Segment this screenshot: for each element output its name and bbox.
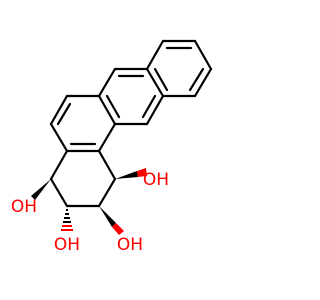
atom-label-oxygen: OH: [117, 235, 143, 255]
hydroxyl-group-3: OH: [54, 235, 80, 255]
bond: [97, 177, 117, 208]
bond: [97, 67, 117, 98]
wedge-bond: [115, 171, 138, 179]
bond: [145, 67, 165, 98]
bond: [49, 94, 69, 126]
ring-d: [49, 149, 117, 208]
bond-inner: [105, 94, 121, 119]
bond-inner: [188, 67, 205, 92]
stereo-bonds: [31, 168, 147, 235]
ring-c: [49, 94, 117, 153]
hydroxyl-group-4: OH: [117, 235, 143, 255]
bond-inner: [56, 102, 72, 126]
ring-b: [97, 67, 165, 126]
bond: [145, 94, 165, 126]
hashed-bond: [61, 209, 73, 231]
bond: [193, 39, 213, 71]
molecule-canvas: OH OH OH OH: [11, 39, 213, 255]
bond: [49, 177, 69, 208]
wedge-bond: [137, 168, 147, 177]
wedge-bond: [112, 223, 124, 235]
atom-label-oxygen: OH: [54, 235, 80, 255]
bond: [49, 149, 69, 181]
bond: [97, 149, 117, 181]
bond: [97, 94, 117, 126]
bond: [97, 122, 117, 153]
bond-inner: [153, 67, 169, 92]
bond: [145, 39, 165, 71]
wedge-bond: [99, 206, 116, 227]
bond: [49, 122, 69, 153]
atom-label-oxygen: OH: [11, 197, 37, 217]
atom-label-oxygen: OH: [143, 170, 169, 190]
bond: [193, 67, 213, 98]
molecule-structure: OH OH OH OH: [11, 39, 213, 255]
hydroxyl-group-2: OH: [11, 197, 37, 217]
hydroxyl-group-1: OH: [143, 170, 169, 190]
ring-a: [145, 39, 213, 98]
wedge-bond: [31, 179, 51, 200]
bond-inner: [141, 94, 157, 119]
